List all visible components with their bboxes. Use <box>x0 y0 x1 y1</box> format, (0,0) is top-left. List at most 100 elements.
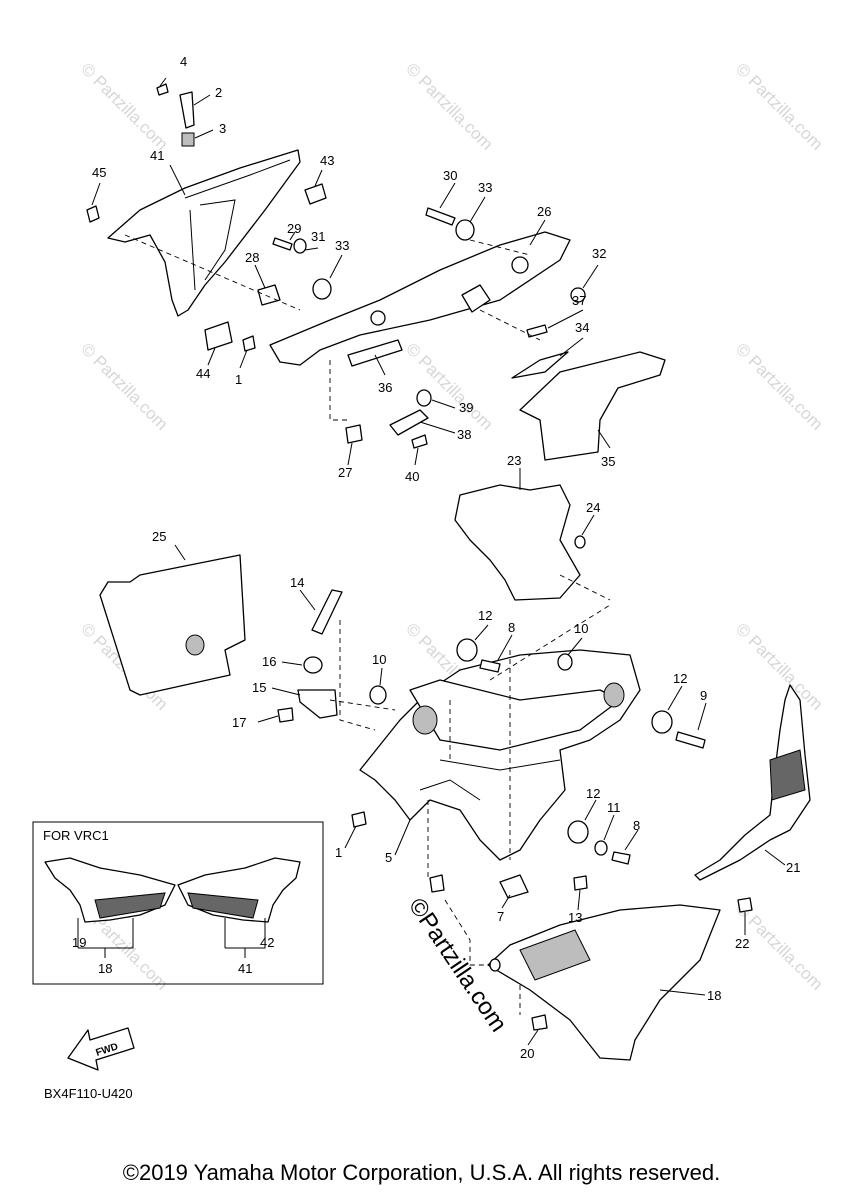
panel-25 <box>99 554 246 696</box>
grommet-3 <box>181 132 195 147</box>
part-label: 43 <box>320 153 334 168</box>
part-label: 19 <box>72 935 86 950</box>
part-label: 40 <box>405 469 419 484</box>
part-label: 31 <box>311 229 325 244</box>
screw-17 <box>277 707 294 723</box>
screw-40 <box>411 434 428 449</box>
part-label: 13 <box>568 910 582 925</box>
part-label: 22 <box>735 936 749 951</box>
part-label: 12 <box>586 786 600 801</box>
strip-14 <box>311 589 343 635</box>
part-label: 37 <box>572 293 586 308</box>
screw-20 <box>531 1014 548 1031</box>
screw-22 <box>737 897 753 913</box>
part-label: 11 <box>607 800 621 815</box>
part-label: 15 <box>252 680 266 695</box>
part-label: 32 <box>592 246 606 261</box>
part-label: 9 <box>700 688 707 703</box>
copyright-notice: ©2019 Yamaha Motor Corporation, U.S.A. A… <box>122 1160 721 1185</box>
part-label: 44 <box>196 366 210 381</box>
part-label: 45 <box>92 165 106 180</box>
part-label: 34 <box>575 320 589 335</box>
part-label: 5 <box>385 850 392 865</box>
collar-24 <box>574 535 586 549</box>
part-label: 33 <box>478 180 492 195</box>
grommet-33a <box>312 278 332 300</box>
part-label: 38 <box>457 427 471 442</box>
screw-1b <box>351 811 367 828</box>
watermark: © Partzilla.com <box>732 59 826 153</box>
part-label: 42 <box>260 935 274 950</box>
part-label: 23 <box>507 453 521 468</box>
screw-45 <box>86 205 100 223</box>
grommet-10b <box>557 653 573 671</box>
part-label: 21 <box>786 860 800 875</box>
part-label: 28 <box>245 250 259 265</box>
part-label: 36 <box>378 380 392 395</box>
watermark: © Partzilla.com <box>732 339 826 433</box>
part-label: 39 <box>459 400 473 415</box>
lower-assembly <box>99 468 811 1061</box>
strip-36 <box>347 339 403 367</box>
frame-5 <box>359 649 641 861</box>
part-label: 14 <box>290 575 304 590</box>
grommet-10a <box>369 685 387 705</box>
part-label: 12 <box>478 608 492 623</box>
part-label: 26 <box>537 204 551 219</box>
side-cover-41 <box>107 149 301 317</box>
part-label: 33 <box>335 238 349 253</box>
panel-21 <box>694 684 811 881</box>
part-label: 1 <box>335 845 342 860</box>
clip-28 <box>257 284 281 306</box>
bracket-38 <box>389 409 429 436</box>
watermark: © Partzilla.com <box>77 59 171 153</box>
part-label: 3 <box>219 121 226 136</box>
clip-43 <box>304 183 327 205</box>
part-label: 27 <box>338 465 352 480</box>
part-label: 18 <box>98 961 112 976</box>
grommet-33b <box>455 219 475 241</box>
part-label: 41 <box>150 148 164 163</box>
part-label: 12 <box>673 671 687 686</box>
part-label: 30 <box>443 168 457 183</box>
inset-frame <box>32 821 324 985</box>
damper-39 <box>416 389 432 407</box>
bolt-30 <box>425 207 456 226</box>
pad-44 <box>204 321 233 351</box>
part-label: 20 <box>520 1046 534 1061</box>
part-label: 16 <box>262 654 276 669</box>
part-label: 1 <box>235 372 242 387</box>
part-label: 29 <box>287 221 301 236</box>
watermark: © Partzilla.com <box>732 619 826 713</box>
damper-16 <box>303 656 323 674</box>
bolt-4 <box>156 83 169 96</box>
bracket-2 <box>179 91 195 129</box>
bolt-9 <box>675 731 706 749</box>
part-label: 41 <box>238 961 252 976</box>
collar-12a <box>456 638 478 662</box>
collar-11 <box>594 840 608 856</box>
fwd-arrow-icon <box>67 1027 135 1071</box>
part-label: 24 <box>586 500 600 515</box>
inset-vrc1: FOR VRC1 <box>32 821 324 985</box>
watermark: © Partzilla.com <box>402 59 496 153</box>
bolt-29 <box>272 237 293 251</box>
fwd-arrow: FWD <box>67 1027 135 1071</box>
part-label: 18 <box>707 988 721 1003</box>
bracket-23 <box>454 484 581 601</box>
collar-12c <box>567 820 589 844</box>
screw-13 <box>573 875 588 891</box>
part-label: 4 <box>180 54 187 69</box>
screw-1a <box>242 335 256 352</box>
diagram-code: BX4F110-U420 <box>44 1086 133 1101</box>
part-label: 7 <box>497 909 504 924</box>
watermark: © Partzilla.com <box>77 339 171 433</box>
bolt-8b <box>611 851 631 865</box>
part-label: 2 <box>215 85 222 100</box>
nut-27 <box>345 424 363 444</box>
upper-assembly <box>86 77 666 466</box>
bracket-26 <box>269 231 571 366</box>
bracket-15 <box>297 689 338 719</box>
nut-6 <box>429 874 445 893</box>
